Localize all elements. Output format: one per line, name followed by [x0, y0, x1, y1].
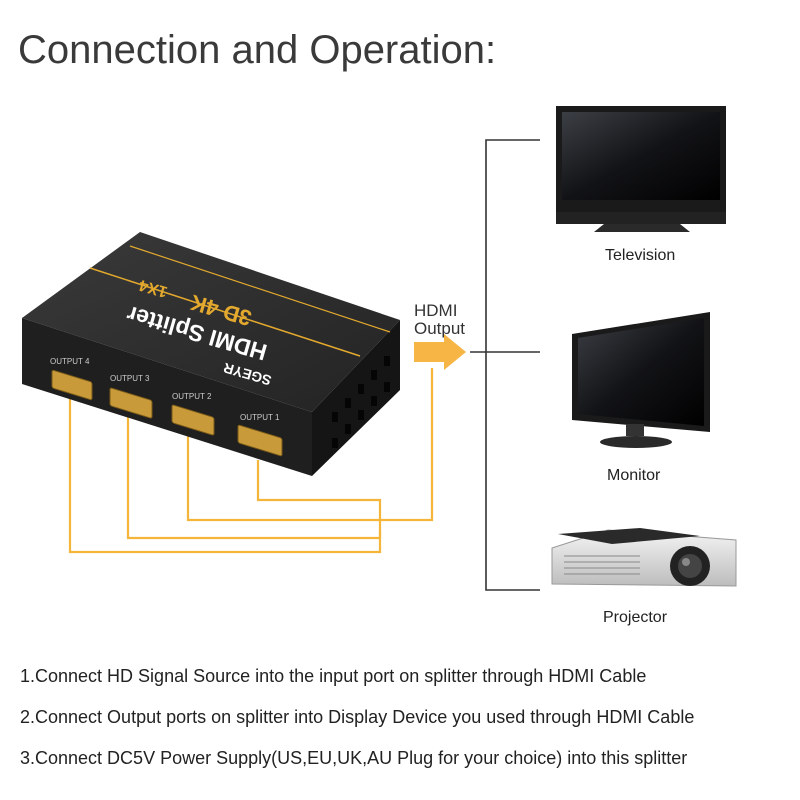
cable-output-4	[68, 392, 382, 554]
cable-output-3	[126, 415, 380, 540]
svg-text:OUTPUT 4: OUTPUT 4	[50, 357, 90, 366]
page-title: Connection and Operation:	[18, 28, 497, 72]
projector-icon	[551, 528, 737, 587]
connection-diagram: 3D 4K 1X4 HDMI Splitter SGEYR OUTPUT 4 O…	[22, 106, 737, 626]
arrow-right-icon	[414, 334, 466, 370]
projector-label: Projector	[603, 609, 668, 626]
instruction-step-3: 3.Connect DC5V Power Supply(US,EU,UK,AU …	[20, 748, 688, 768]
svg-text:OUTPUT 3: OUTPUT 3	[110, 374, 150, 383]
distribution-lines	[470, 139, 540, 591]
splitter-side	[312, 320, 400, 476]
instruction-step-2: 2.Connect Output ports on splitter into …	[20, 707, 695, 727]
hdmi-port-1: OUTPUT 1	[237, 413, 283, 457]
svg-text:OUTPUT 2: OUTPUT 2	[172, 392, 212, 401]
monitor-icon	[572, 312, 710, 448]
monitor-label: Monitor	[607, 467, 661, 484]
cable-output-1	[256, 460, 382, 538]
instruction-step-1: 1.Connect HD Signal Source into the inpu…	[20, 666, 647, 686]
hdmi-port-2: OUTPUT 2	[171, 392, 215, 436]
hdmi-port-4: OUTPUT 4	[50, 357, 93, 401]
television-label: Television	[605, 247, 675, 264]
svg-text:OUTPUT 1: OUTPUT 1	[240, 413, 280, 422]
hdmi-splitter: 3D 4K 1X4 HDMI Splitter SGEYR OUTPUT 4 O…	[22, 232, 400, 476]
hdmi-port-3: OUTPUT 3	[109, 374, 153, 419]
cable-output-2	[186, 368, 434, 522]
hdmi-output-label-line2: Output	[414, 319, 465, 338]
hdmi-output-label-line1: HDMI	[414, 301, 457, 320]
output-cables	[68, 368, 434, 554]
television-icon	[556, 106, 726, 232]
